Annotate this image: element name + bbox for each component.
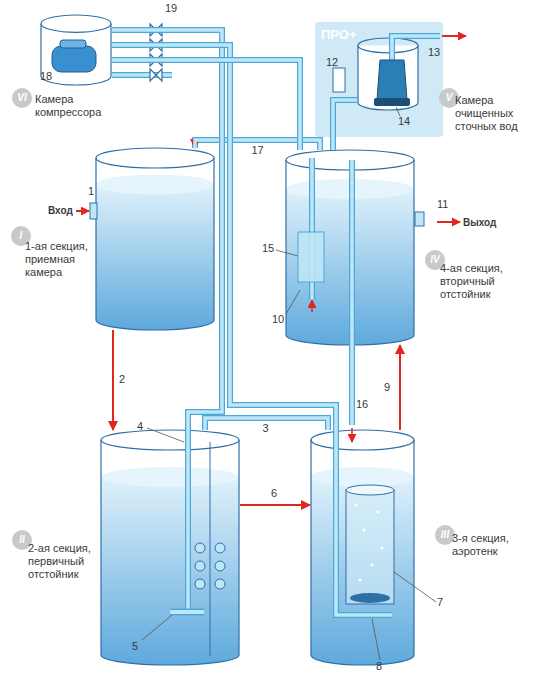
water-fill xyxy=(311,477,414,665)
water-fill xyxy=(96,184,214,330)
vessel-outline xyxy=(358,45,418,110)
section-label: 1-ая секция, приемная камера xyxy=(25,240,97,279)
vessel-outline xyxy=(96,158,214,330)
air-pipe xyxy=(112,72,172,78)
callout-number: 9 xyxy=(384,381,390,394)
callout-number: 15 xyxy=(262,242,274,255)
cyl-outline xyxy=(357,38,419,110)
compressor-chamber: VIКамера компрессора xyxy=(40,15,112,85)
pipe-wall xyxy=(195,140,320,150)
outlet-pipe xyxy=(415,212,424,226)
pipe-wall xyxy=(112,60,300,150)
pipe-core xyxy=(112,30,222,430)
tank-outline xyxy=(100,430,240,665)
receiving-tank: I1-ая секция, приемная камера xyxy=(95,148,215,330)
pipe-wall xyxy=(112,30,222,430)
callout-number: 16 xyxy=(356,398,368,411)
pipe-core xyxy=(205,418,328,430)
pipe-core xyxy=(112,45,336,430)
option-label: ПРО+ xyxy=(321,27,357,42)
secondary-settler-tank: IV4-ая секция, вторичный отстойник xyxy=(285,150,415,345)
vessel-outline xyxy=(101,440,239,665)
callout-number: 17 xyxy=(252,144,264,157)
callout-number: 6 xyxy=(271,487,277,500)
water-fill xyxy=(286,189,414,345)
pipe-core xyxy=(112,60,300,150)
vessel-body xyxy=(101,440,239,665)
flow-arrow xyxy=(442,35,466,37)
aeration-tank: III3-я секция, аэротенк xyxy=(310,430,415,665)
pipe-wall xyxy=(205,418,328,430)
chamber-label: Камера компрессора xyxy=(35,93,115,119)
pipe-connector xyxy=(112,30,222,430)
pipe-connector xyxy=(205,418,328,430)
vessel-rim xyxy=(286,150,414,170)
valve-symbol xyxy=(150,54,162,66)
callout-number: 11 xyxy=(437,198,448,211)
flow-label: Выход xyxy=(463,216,496,229)
vessel-body xyxy=(96,158,214,330)
water-fill xyxy=(101,477,239,665)
callout-number: 3 xyxy=(263,422,269,435)
vessel-rim xyxy=(311,430,414,450)
vessel-rim xyxy=(41,15,111,32)
flow-line xyxy=(240,504,310,506)
water-surface xyxy=(101,467,239,487)
primary-settler-tank: II2-ая секция, первичный отстойник xyxy=(100,430,240,665)
air-pipe xyxy=(112,73,172,77)
pipe-connector xyxy=(195,140,320,150)
vessel-rim xyxy=(358,38,418,53)
clean-water-chamber: VКамера очищенных сточных вод xyxy=(357,38,419,110)
pipe-connector xyxy=(112,45,336,430)
vessel-body xyxy=(358,45,418,110)
flow-label: Вход xyxy=(48,204,73,217)
pipe-connector xyxy=(112,60,300,150)
pipe-core xyxy=(195,140,320,150)
callout-number: 19 xyxy=(165,2,177,15)
water-surface xyxy=(96,174,214,194)
vessel-body xyxy=(311,440,414,665)
vessel-body xyxy=(286,160,414,345)
flow-line xyxy=(399,345,401,430)
callout-number: 10 xyxy=(272,313,284,326)
water-surface xyxy=(311,467,414,487)
cyl-outline xyxy=(40,15,112,85)
flow-arrow xyxy=(76,210,89,212)
vessel-rim xyxy=(101,430,239,450)
panel-background xyxy=(315,22,443,137)
option-panel: ПРО+VКамера очищенных сточных вод xyxy=(315,22,443,137)
vessel-outline xyxy=(286,160,414,345)
flow-line xyxy=(112,330,114,430)
section-label: 3-я секция, аэротенк xyxy=(452,532,530,558)
valve-symbol xyxy=(150,69,162,81)
vessel-outline xyxy=(41,24,111,85)
vessel-rim xyxy=(96,148,214,168)
pipe-core xyxy=(333,100,357,150)
pipe-connector xyxy=(333,100,357,150)
tank-outline xyxy=(285,150,415,345)
pipe-wall xyxy=(112,45,336,430)
tank-outline xyxy=(95,148,215,330)
chamber-label: Камера очищенных сточных вод xyxy=(455,94,531,133)
callout-number: 2 xyxy=(119,373,125,386)
valve-symbol xyxy=(150,24,162,36)
pipe-wall xyxy=(333,100,357,150)
callout-number: 1 xyxy=(88,185,94,198)
roman-numeral: VI xyxy=(12,88,32,108)
flow-arrow xyxy=(240,505,310,506)
section-label: 4-ая секция, вторичный отстойник xyxy=(440,262,518,301)
flow-arrow xyxy=(437,221,460,223)
flow-arrow xyxy=(113,330,114,430)
section-label: 2-ая секция, первичный отстойник xyxy=(28,542,98,581)
callout-number: 7 xyxy=(437,596,443,609)
tank-outline xyxy=(310,430,415,665)
flow-arrow xyxy=(400,345,401,430)
valve-symbol xyxy=(150,39,162,51)
water-surface xyxy=(286,179,414,199)
vessel-outline xyxy=(311,440,414,665)
